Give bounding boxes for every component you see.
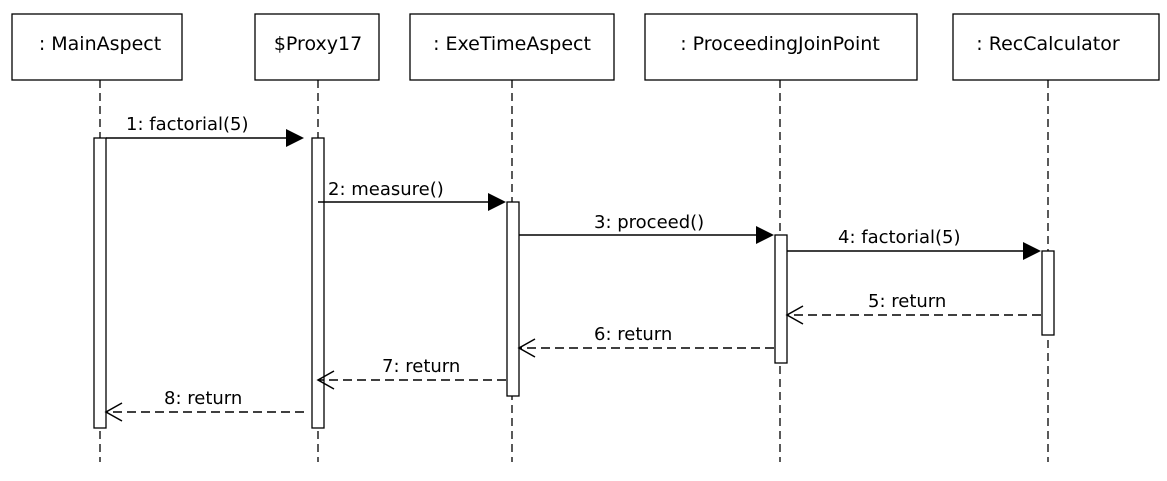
lifeline-box bbox=[254, 13, 380, 81]
activation-bar-main bbox=[93, 137, 107, 429]
filled-arrowhead-icon bbox=[286, 129, 304, 147]
lifeline-label: : MainAspect bbox=[39, 33, 161, 55]
message-5: 5: return bbox=[785, 291, 1041, 325]
lifeline-box bbox=[11, 13, 183, 81]
message-label: 2: measure() bbox=[328, 179, 444, 200]
lifeline-rec: : RecCalculator bbox=[952, 13, 1160, 462]
message-label: 6: return bbox=[594, 324, 672, 345]
lifeline-label: : ExeTimeAspect bbox=[433, 33, 591, 55]
message-label: 8: return bbox=[164, 388, 242, 409]
message-label: 3: proceed() bbox=[594, 212, 704, 233]
message-label: 1: factorial(5) bbox=[126, 114, 249, 135]
message-label: 7: return bbox=[382, 356, 460, 377]
activations bbox=[93, 137, 1055, 429]
message-2: 2: measure() bbox=[318, 179, 506, 211]
messages: 1: factorial(5) 2: measure() 3: proceed() 4… bbox=[104, 114, 1041, 422]
lifeline-box bbox=[409, 13, 615, 81]
message-3: 3: proceed() bbox=[519, 212, 774, 244]
lifeline-main: : MainAspect bbox=[11, 13, 183, 462]
activation-bar-exe bbox=[506, 201, 520, 397]
message-label: 5: return bbox=[868, 291, 946, 312]
message-8: 8: return bbox=[104, 388, 304, 422]
message-label: 4: factorial(5) bbox=[838, 227, 961, 248]
lifeline-label: : RecCalculator bbox=[976, 33, 1120, 55]
open-arrowhead-icon bbox=[517, 338, 536, 358]
lifeline-box bbox=[644, 13, 918, 81]
filled-arrowhead-icon bbox=[488, 193, 506, 211]
message-4: 4: factorial(5) bbox=[787, 227, 1041, 260]
lifeline-label: $Proxy17 bbox=[274, 33, 362, 55]
activation-bar-proxy bbox=[311, 137, 325, 429]
message-1: 1: factorial(5) bbox=[106, 114, 304, 147]
activation-bar-rec bbox=[1041, 250, 1055, 336]
activation-bar-pjp bbox=[774, 234, 788, 364]
lifeline-exe: : ExeTimeAspect bbox=[409, 13, 615, 462]
message-6: 6: return bbox=[517, 324, 774, 358]
filled-arrowhead-icon bbox=[1023, 242, 1041, 260]
message-7: 7: return bbox=[316, 356, 506, 390]
lifeline-label: : ProceedingJoinPoint bbox=[680, 33, 880, 55]
lifelines: : MainAspect $Proxy17 : ExeTimeAspect : Pro… bbox=[11, 13, 1160, 462]
lifeline-pjp: : ProceedingJoinPoint bbox=[644, 13, 918, 462]
filled-arrowhead-icon bbox=[756, 226, 774, 244]
lifeline-box bbox=[952, 13, 1160, 81]
open-arrowhead-icon bbox=[104, 402, 123, 422]
open-arrowhead-icon bbox=[316, 370, 335, 390]
open-arrowhead-icon bbox=[785, 305, 804, 325]
